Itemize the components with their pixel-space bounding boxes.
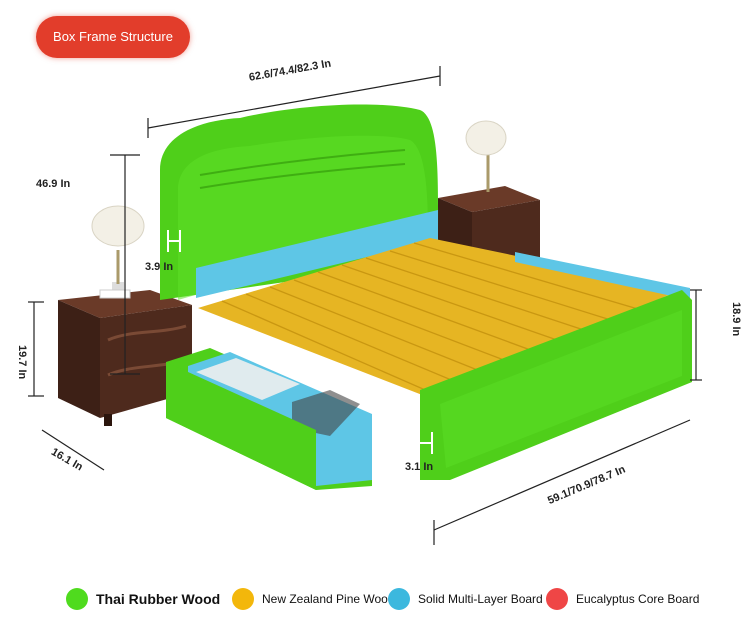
slat-lines: [221, 242, 656, 404]
legend-dot-icon: [546, 588, 568, 610]
legend-item-new-zealand-pine-wood: New Zealand Pine Wood: [232, 586, 395, 612]
legend-label: New Zealand Pine Wood: [262, 592, 395, 606]
legend-label: Solid Multi-Layer Board: [418, 592, 543, 606]
legend-item-eucalyptus-core-board: Eucalyptus Core Board: [546, 586, 699, 612]
dim-headboard-gap-label: 3.9 In: [145, 261, 174, 273]
dim-height-label: 46.9 In: [36, 178, 71, 190]
legend-dot-icon: [232, 588, 254, 610]
side-rail: [420, 252, 692, 480]
gap-markers: [167, 230, 433, 454]
material-legend: Thai Rubber Wood New Zealand Pine Wood S…: [66, 586, 746, 612]
legend-dot-icon: [388, 588, 410, 610]
legend-item-thai-rubber-wood: Thai Rubber Wood: [66, 586, 220, 612]
legend-label: Thai Rubber Wood: [96, 591, 221, 607]
legend-label: Eucalyptus Core Board: [576, 592, 700, 606]
legend-item-solid-multi-layer-board: Solid Multi-Layer Board: [388, 586, 543, 612]
headboard: [160, 104, 439, 301]
dimension-lines: [28, 66, 702, 545]
dim-nightstand-height-label: 19.7 In: [16, 345, 28, 380]
dim-leg-gap-label: 3.1 In: [405, 461, 434, 473]
dim-side-height-label: 18.9 In: [730, 302, 742, 337]
front-drawer: [166, 348, 372, 490]
slat-base: [198, 238, 680, 398]
legend-dot-icon: [66, 588, 88, 610]
structure-badge: Box Frame Structure: [36, 16, 190, 58]
